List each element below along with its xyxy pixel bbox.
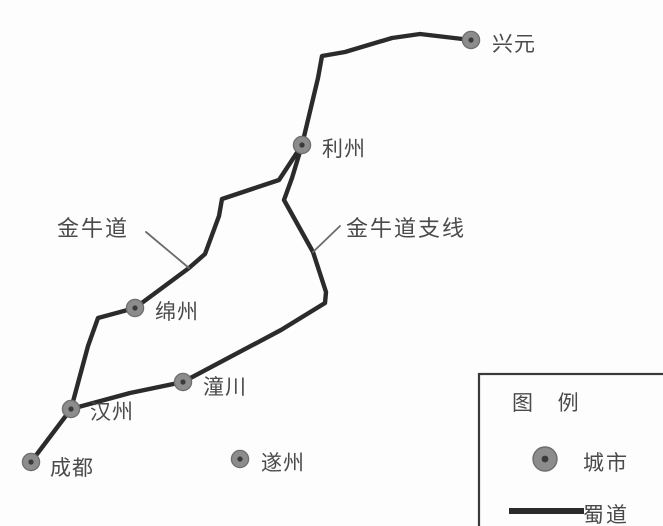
city-markers (21, 30, 481, 472)
route-jinniu-main (28, 31, 474, 465)
legend-label-city: 城市 (583, 451, 629, 475)
city-label-遂州: 遂州 (261, 451, 305, 475)
annotation-leader-lines (145, 225, 341, 269)
city-marker-core-遂州 (237, 456, 243, 462)
city-marker-core-潼川 (180, 379, 186, 385)
city-marker-core-汉州 (68, 406, 74, 412)
city-label-兴元: 兴元 (492, 32, 536, 56)
leader-line-2 (312, 225, 341, 253)
city-label-潼川: 潼川 (203, 375, 247, 399)
legend-box (477, 372, 663, 526)
city-marker-core-成都 (28, 459, 34, 465)
route-jinniu-branch (68, 142, 329, 412)
city-marker-core-利州 (299, 142, 305, 148)
city-label-利州: 利州 (322, 137, 366, 161)
legend-title: 图 例 (512, 391, 588, 415)
legend-box-group (477, 372, 663, 526)
route-annotation-金牛道: 金牛道 (57, 217, 130, 242)
route-annotation-金牛道支线: 金牛道支线 (346, 217, 467, 242)
legend-city-marker-core-icon (541, 455, 549, 463)
legend-label-route: 蜀道 (583, 503, 629, 526)
leader-line-1 (145, 231, 190, 269)
city-marker-core-绵州 (132, 305, 138, 311)
city-marker-core-兴元 (468, 37, 474, 43)
city-label-绵州: 绵州 (155, 300, 199, 324)
route-lines (28, 31, 474, 465)
city-label-成都: 成都 (50, 456, 94, 480)
city-label-汉州: 汉州 (90, 400, 134, 424)
